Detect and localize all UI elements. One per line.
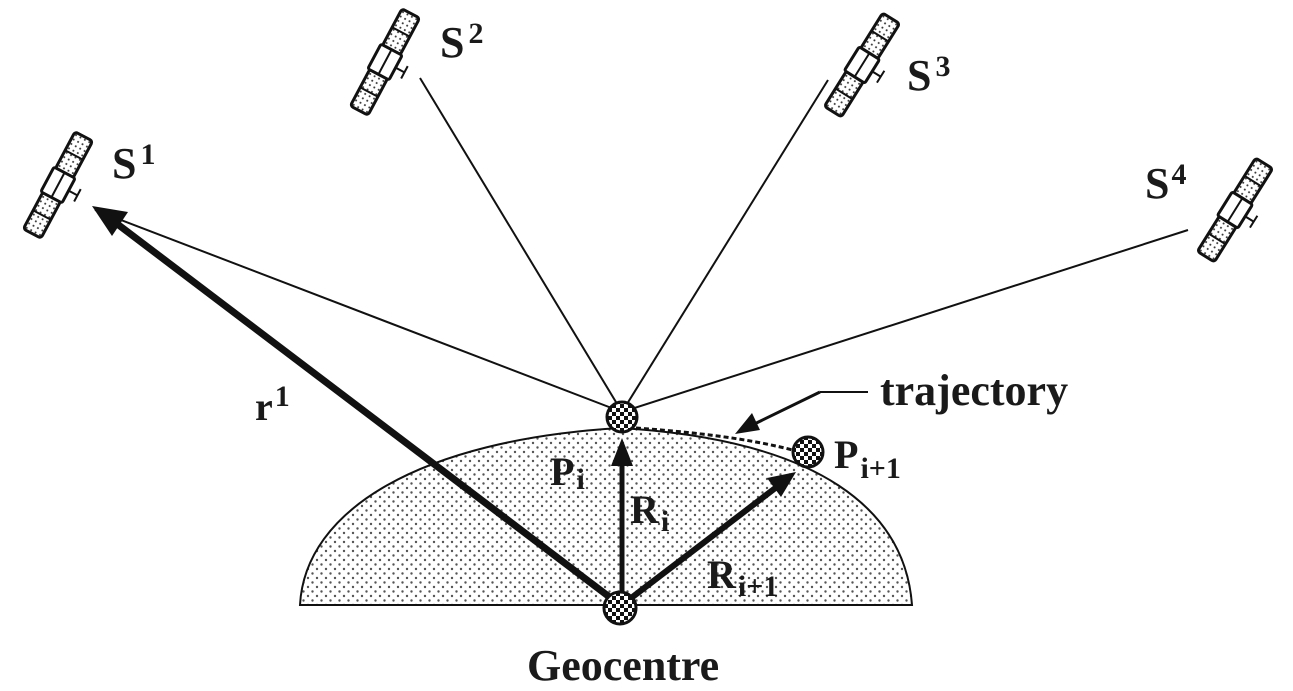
point-pi1-marker bbox=[793, 437, 823, 467]
label-trajectory: trajectory bbox=[880, 366, 1068, 415]
label-geocentre: Geocentre bbox=[527, 641, 719, 690]
line-pi-s1 bbox=[95, 210, 622, 412]
satellite-s4-icon bbox=[1196, 157, 1283, 268]
line-pi-s3 bbox=[622, 80, 828, 412]
label-pi1: Pi+1 bbox=[834, 432, 901, 485]
label-r1: r1 bbox=[255, 380, 290, 429]
point-pi-marker bbox=[607, 402, 637, 432]
satellite-s2-icon bbox=[349, 8, 431, 121]
satellite-s3-icon bbox=[823, 12, 910, 123]
label-s4: S4 bbox=[1145, 158, 1186, 208]
satellite-s1-icon bbox=[22, 131, 104, 244]
geocentre-marker bbox=[604, 592, 636, 624]
line-pi-s2 bbox=[420, 78, 622, 412]
